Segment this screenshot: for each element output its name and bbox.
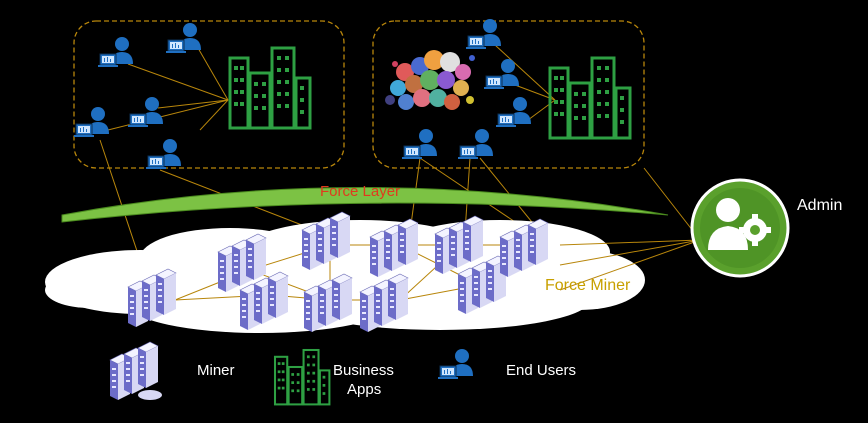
user-icon [483,58,520,90]
user-icon [465,18,502,50]
legend-miner-icon [110,342,162,400]
force-layer-band [61,187,669,223]
left-group-connectors [99,47,229,133]
legend-user-icon [437,348,474,380]
admin-gear-icon [690,178,790,278]
left-business-group-box [73,20,345,169]
user-icon [145,138,182,170]
right-business-group-box [372,20,645,169]
legend-business-apps-label-line1: Business [333,362,394,379]
user-icon [165,22,202,54]
building-icon [548,56,632,140]
user-icon [401,128,438,160]
legend-building-icon [273,348,331,406]
user-icon [495,96,532,128]
building-icon [228,46,312,130]
user-icon [127,96,164,128]
admin-connectors [559,239,701,291]
force-layer-label: Force Layer [320,183,401,200]
crowd-icon [385,50,475,110]
force-miner-label: Force Miner [545,277,631,294]
admin-label: Admin [797,197,843,214]
user-icon [73,106,110,138]
legend-business-apps-label-line2: Apps [347,381,382,398]
legend-miner-label: Miner [197,362,235,379]
user-icon [457,128,494,160]
legend-end-users-label: End Users [506,362,577,379]
user-icon [97,36,134,68]
